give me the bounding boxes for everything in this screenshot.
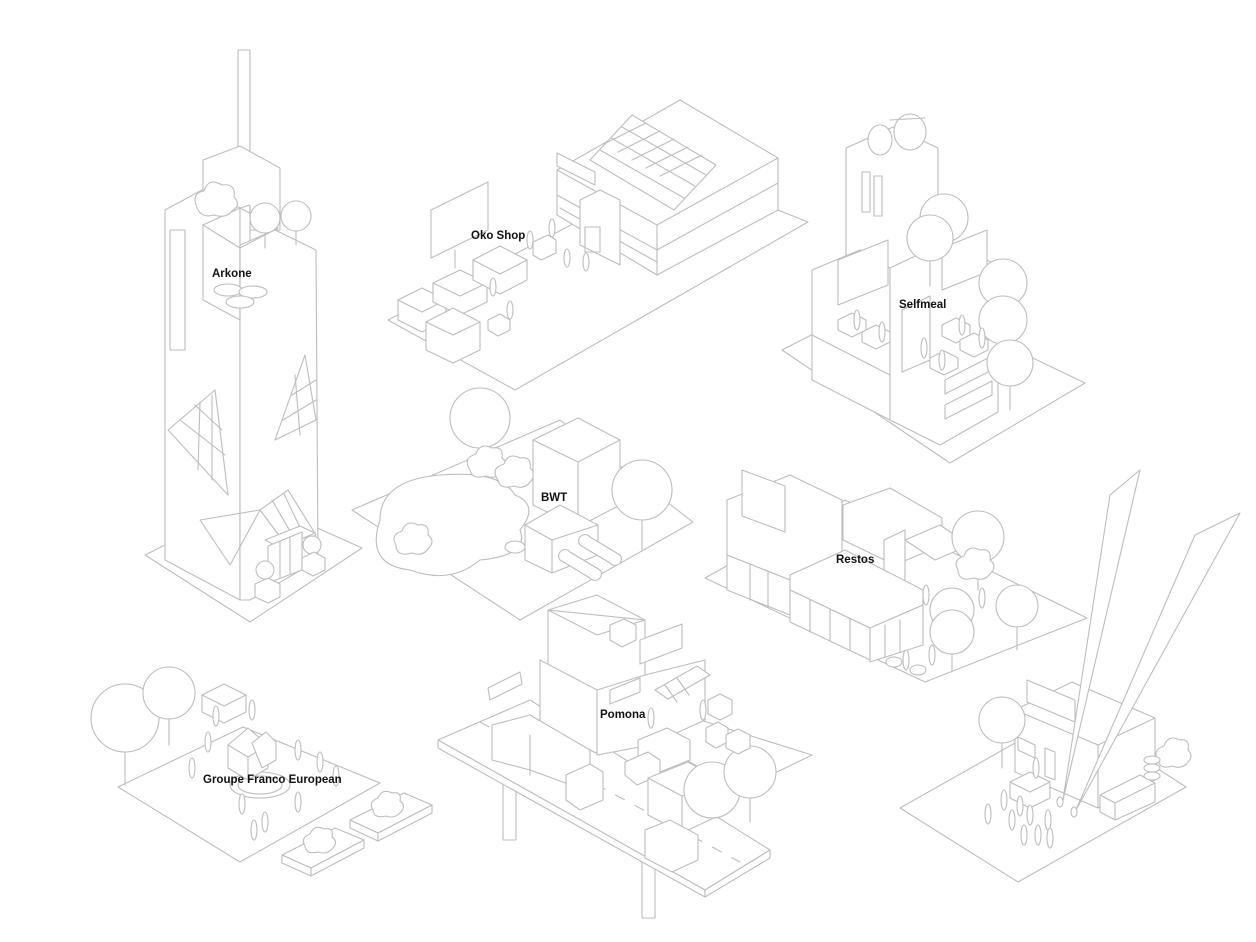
building-unlabeled-plot[interactable]: [899, 469, 1241, 883]
label-pomona: Pomona: [600, 709, 646, 721]
building-selfmeal[interactable]: Selfmeal: [781, 113, 1086, 464]
building-bwt[interactable]: BWT: [351, 387, 694, 621]
building-arkone[interactable]: Arkone: [144, 49, 363, 623]
label-selfmeal: Selfmeal: [899, 299, 946, 311]
label-restos: Restos: [836, 554, 874, 566]
building-restos[interactable]: Restos: [704, 469, 1088, 683]
label-arkone: Arkone: [212, 268, 252, 280]
building-pomona[interactable]: Pomona: [437, 594, 813, 919]
building-oko-shop[interactable]: Oko Shop: [387, 99, 809, 391]
label-oko-shop: Oko Shop: [471, 230, 525, 242]
label-groupe-franco-european: Groupe Franco European: [203, 774, 342, 786]
building-groupe-franco-european[interactable]: Groupe Franco European: [90, 666, 433, 877]
label-bwt: BWT: [541, 492, 567, 504]
